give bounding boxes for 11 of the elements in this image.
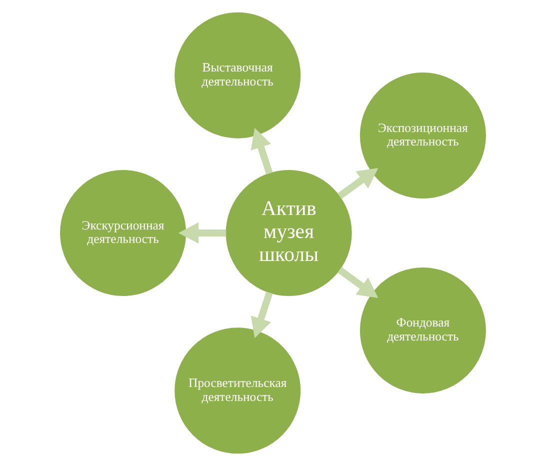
node-circle: Просветительская деятельность [174,328,300,454]
node-circle: Фондовая деятельность [359,267,486,394]
arrow [178,222,226,244]
arrow [250,292,272,338]
node-circle: Выставочная деятельность [174,12,300,138]
node-circle: Экскурсионная деятельность [60,170,186,296]
node-circle: Актив музея школы [225,170,352,296]
arrow [337,168,378,199]
node-circle: Экспозиционная деятельность [359,72,486,199]
arrow [250,128,272,174]
arrow [337,267,378,298]
